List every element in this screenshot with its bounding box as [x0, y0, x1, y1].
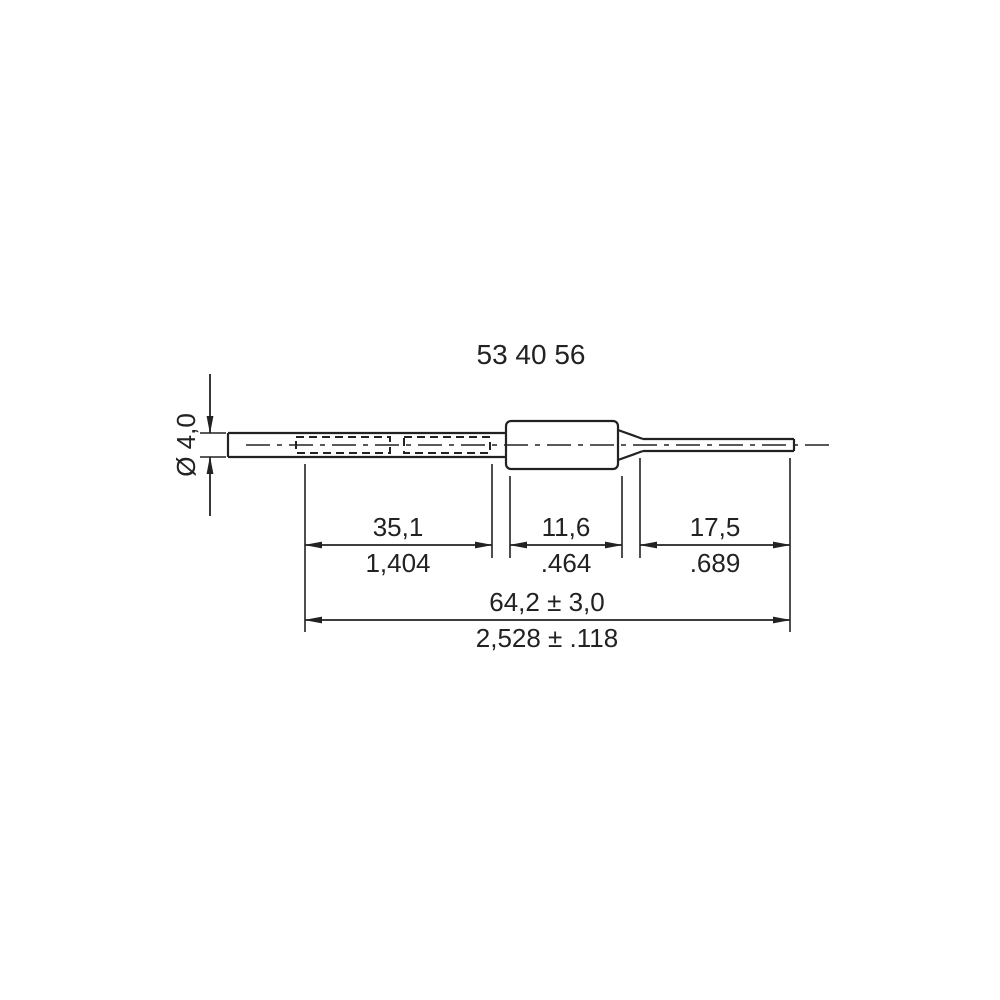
sleeve-section-2 — [403, 436, 491, 454]
segment-3-inch-label: .689 — [690, 548, 741, 578]
segment-dimensions: 35,1 1,404 11,6 .464 17,5 .689 — [304, 512, 791, 578]
overall-mm-label: 64,2 ± 3,0 — [489, 587, 604, 617]
overall-inch-label: 2,528 ± .118 — [476, 623, 618, 653]
segment-3-mm-label: 17,5 — [690, 512, 741, 542]
part-number-label: 53 40 56 — [477, 339, 586, 370]
taper-top-edge — [617, 428, 644, 441]
segment-2-inch-label: .464 — [541, 548, 592, 578]
segment-2-mm-label: 11,6 — [542, 512, 591, 542]
segment-1-inch-label: 1,404 — [365, 548, 430, 578]
segment-1-mm-label: 35,1 — [373, 512, 424, 542]
diameter-dimension: Ø 4,0 — [171, 374, 226, 516]
diameter-label: Ø 4,0 — [171, 413, 201, 477]
thermal-fuse-outline — [226, 419, 830, 471]
taper-bottom-edge — [617, 449, 644, 462]
overall-dimension: 64,2 ± 3,0 2,528 ± .118 — [304, 587, 791, 653]
